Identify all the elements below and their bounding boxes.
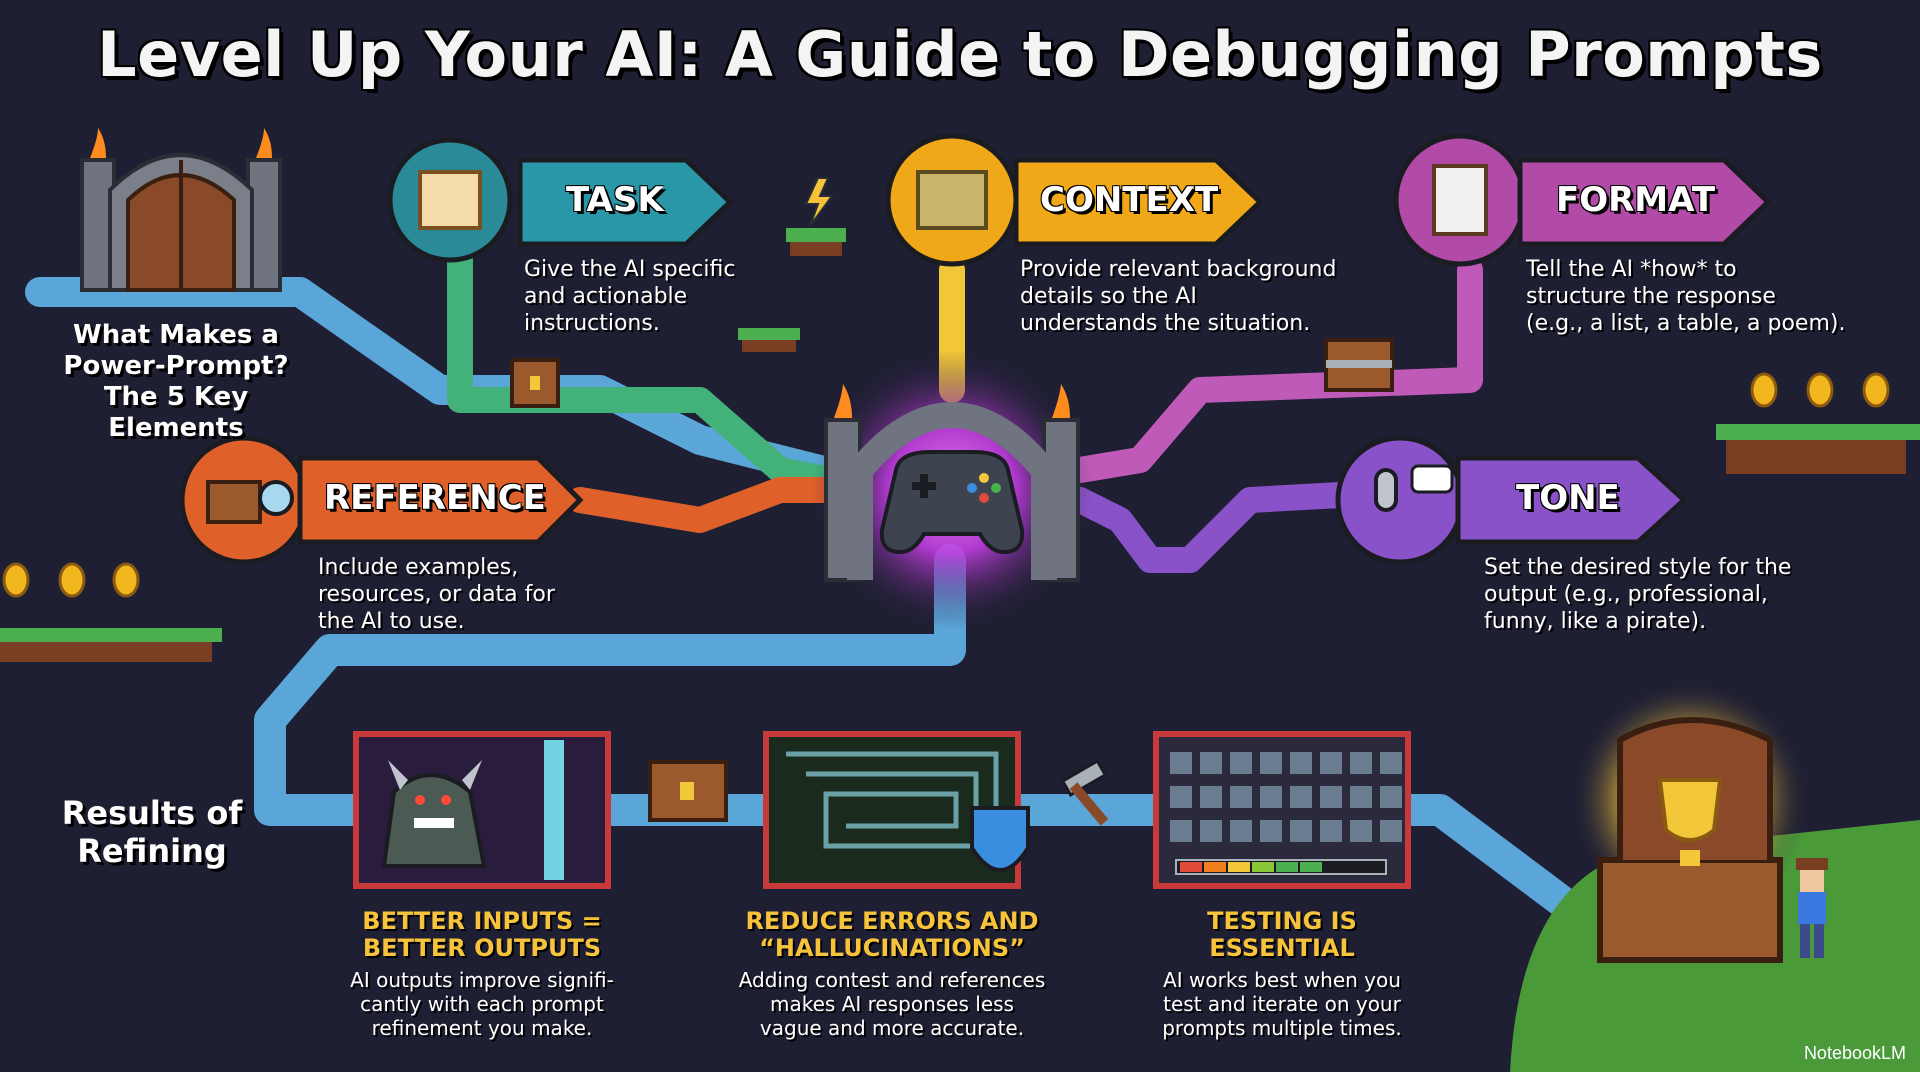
floating-islands xyxy=(0,228,1920,662)
path-reference xyxy=(567,477,853,533)
tone-label: TONE xyxy=(1516,478,1620,518)
results-label: Results of Refining xyxy=(61,794,243,870)
task-label: TASK xyxy=(566,180,664,220)
hammer-icon xyxy=(1060,759,1109,826)
result-title-reduce-errors: REDUCE ERRORS AND “HALLUCINATIONS” xyxy=(745,907,1039,962)
banners xyxy=(297,157,1772,545)
context-label: CONTEXT xyxy=(1040,180,1219,220)
result-desc-reduce-errors: Adding contest and references makes AI r… xyxy=(738,968,1046,1040)
result-title-better-outputs: BETTER INPUTS = BETTER OUTPUTS xyxy=(362,907,602,962)
castle-door-icon xyxy=(80,128,282,292)
result-title-testing: TESTING IS ESSENTIAL xyxy=(1207,907,1357,962)
path-task xyxy=(447,247,843,493)
reference-label: REFERENCE xyxy=(324,478,546,518)
maze-shield-icon xyxy=(786,751,1030,872)
path-results xyxy=(254,544,1576,916)
coin-icon xyxy=(2,372,1890,598)
quest-paths xyxy=(25,247,1576,916)
task-description: Give the AI specific and actionable inst… xyxy=(524,257,736,336)
gamepad-portal-icon xyxy=(812,350,1092,630)
brand-logo: NotebookLM xyxy=(1803,1043,1906,1063)
format-description: Tell the AI *how* to structure the respo… xyxy=(1526,257,1846,336)
test-grid-icon xyxy=(1170,752,1402,875)
context-description: Provide relevant background details so t… xyxy=(1020,257,1337,336)
trophy-chest-icon xyxy=(1510,680,1920,1072)
monster-icon xyxy=(381,760,487,868)
reference-description: Include examples, resources, or data for… xyxy=(318,555,555,634)
format-label: FORMAT xyxy=(1556,180,1716,220)
path-format xyxy=(1067,257,1483,483)
page-title: Level Up Your AI: A Guide to Debugging P… xyxy=(97,18,1823,91)
tone-description: Set the desired style for the output (e.… xyxy=(1484,555,1792,634)
path-tone xyxy=(1067,482,1353,573)
result-desc-testing: AI works best when you test and iterate … xyxy=(1162,968,1402,1040)
lightning-icon xyxy=(804,177,834,227)
intro-label: What Makes a Power-Prompt? The 5 Key Ele… xyxy=(63,320,289,443)
result-desc-better-outputs: AI outputs improve signifi- cantly with … xyxy=(350,968,614,1040)
result-panels xyxy=(353,731,1411,889)
element-badges xyxy=(179,133,1527,565)
treasure-chest-icon xyxy=(510,338,1394,822)
hero-icon xyxy=(1796,858,1828,958)
